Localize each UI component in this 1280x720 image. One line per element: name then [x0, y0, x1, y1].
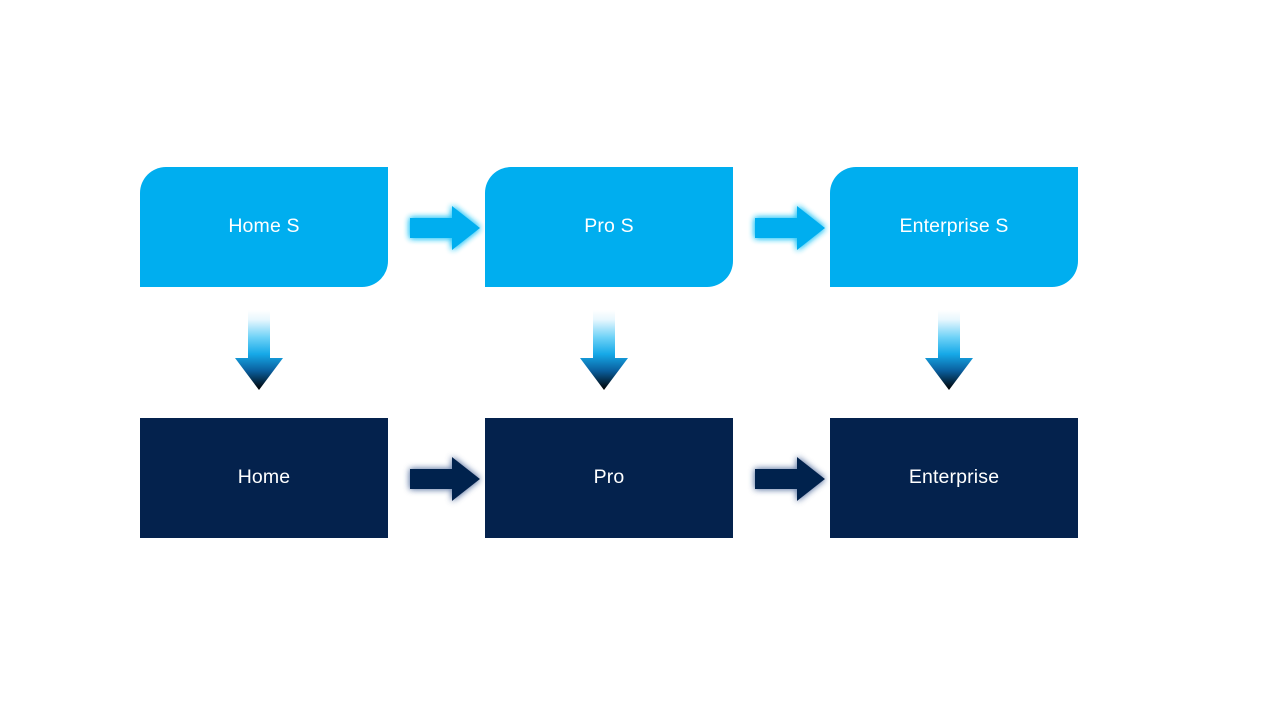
arrow-right-pro-product-to-enterprise-product — [749, 451, 831, 507]
product-box-enterprise[interactable]: Enterprise — [830, 418, 1078, 538]
product-box-home-label: Home — [237, 466, 291, 489]
service-box-home[interactable]: Home S — [140, 167, 388, 287]
service-box-pro-label: Pro S — [584, 215, 634, 238]
product-box-enterprise-label: Enterprise — [908, 466, 1000, 489]
product-box-pro[interactable]: Pro — [485, 418, 733, 538]
service-box-pro[interactable]: Pro S — [485, 167, 733, 287]
service-box-enterprise[interactable]: Enterprise S — [830, 167, 1078, 287]
arrow-down-enterprise-service-to-enterprise — [918, 310, 980, 394]
arrow-down-home-service-to-home — [228, 310, 290, 394]
product-box-home[interactable]: Home — [140, 418, 388, 538]
arrow-down-pro-service-to-pro — [573, 310, 635, 394]
service-box-home-label: Home S — [228, 215, 300, 238]
arrow-right-home-product-to-pro-product — [404, 451, 486, 507]
arrow-right-pro-to-enterprise — [749, 200, 831, 256]
service-box-enterprise-label: Enterprise S — [899, 215, 1009, 238]
product-box-pro-label: Pro — [593, 466, 625, 489]
arrow-right-home-to-pro — [404, 200, 486, 256]
